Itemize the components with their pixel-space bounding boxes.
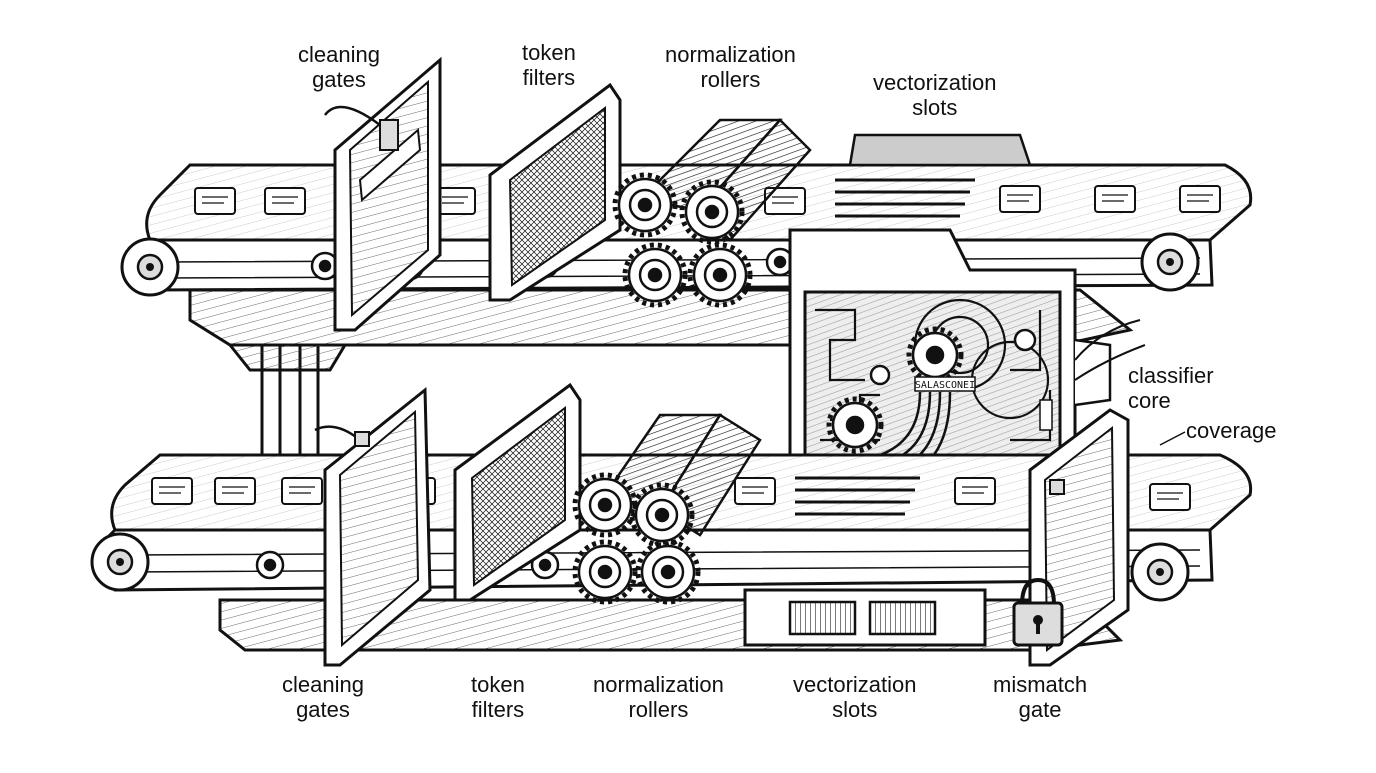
bottom-cleaning-gate — [314, 386, 432, 667]
coverage-port — [1074, 338, 1112, 407]
core-plate — [914, 376, 976, 392]
core-plate-text: SALASCONEI — [915, 380, 975, 391]
top-normalization-rollers — [612, 118, 812, 308]
support-frame — [228, 343, 347, 457]
core-gear-icon — [831, 328, 1037, 449]
top-vectorization-slots — [835, 178, 975, 218]
bottom-vectorization-housing — [743, 588, 987, 647]
bottom-normalization-rollers — [572, 413, 762, 605]
top-conveyor — [120, 56, 1253, 347]
top-token-filter — [488, 82, 622, 302]
top-vectorization-housing — [848, 133, 1032, 167]
bottom-vectorization-slots — [795, 476, 920, 516]
padlock-icon — [1012, 577, 1064, 647]
classifier-core: SALASCONEI — [788, 228, 1146, 522]
top-cleaning-gate — [324, 56, 442, 332]
bottom-conveyor — [90, 382, 1253, 667]
coverage-leader — [1159, 431, 1186, 446]
label-coverage: coverage — [1186, 418, 1277, 443]
bottom-token-filter — [453, 382, 582, 602]
